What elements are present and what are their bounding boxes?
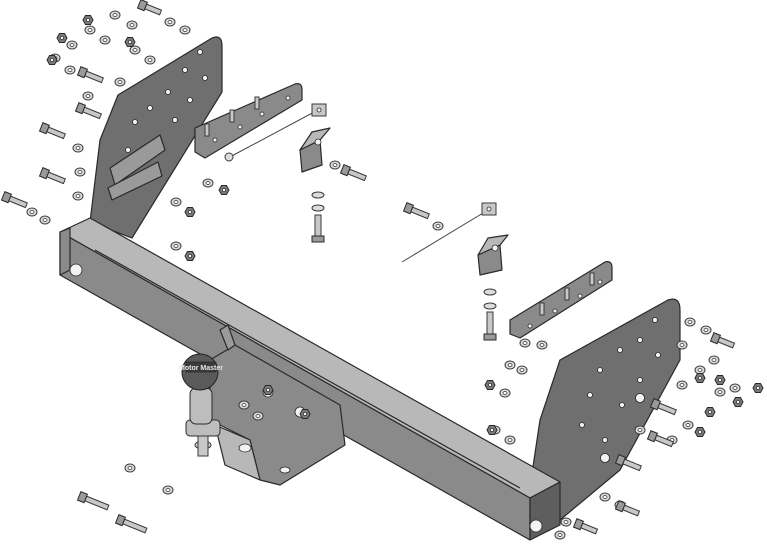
- bolt-icon: [614, 500, 641, 517]
- right-angle-bracket: [477, 234, 509, 276]
- center-bolt-left: [311, 191, 325, 243]
- bolt-icon: [76, 66, 104, 84]
- tow-ball: Motor Master: [179, 353, 223, 457]
- bolt-icon: [38, 122, 66, 140]
- right-clamp-bar: [509, 261, 613, 339]
- bolt-icon: [614, 454, 642, 472]
- bolt-icon: [74, 102, 102, 120]
- bolt-icon: [649, 398, 677, 416]
- bolt-icon: [114, 514, 148, 534]
- left-angle-bracket: [299, 127, 331, 173]
- left-grounding-cable: [224, 103, 327, 162]
- bolt-icon: [402, 202, 430, 220]
- ball-brand-label: Motor Master: [179, 365, 223, 372]
- left-mounting-plate: [89, 36, 223, 239]
- bolt-icon: [76, 491, 110, 511]
- bolt-icon: [646, 430, 674, 448]
- bolt-icon: [38, 167, 66, 185]
- right-grounding-cable: [401, 202, 497, 263]
- bolt-icon: [572, 518, 599, 535]
- bolt-icon: [709, 332, 736, 349]
- left-clamp-bar: [194, 83, 303, 159]
- bolt-icon: [0, 191, 28, 209]
- bolt-icon: [339, 164, 367, 182]
- bolt-icon: [136, 0, 163, 16]
- center-bolt-right: [483, 288, 497, 341]
